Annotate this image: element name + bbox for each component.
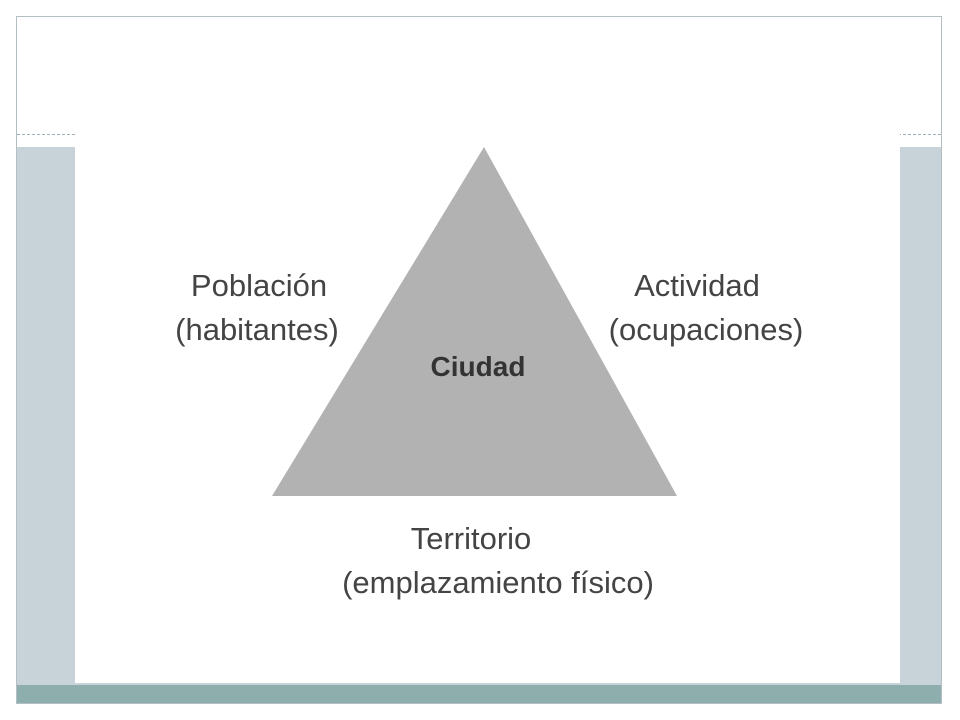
left-label-subtitle: (habitantes): [175, 312, 339, 347]
slide-title-area: [17, 17, 941, 134]
diagram-svg: Ciudad Población (habitantes) Actividad …: [175, 147, 804, 600]
city-triangle-diagram: Ciudad Población (habitantes) Actividad …: [75, 130, 900, 683]
left-label-title: Población: [191, 268, 327, 303]
bottom-label-subtitle: (emplazamiento físico): [342, 565, 654, 600]
right-label-title: Actividad: [634, 268, 760, 303]
triangle-shape: [272, 147, 677, 496]
center-label: Ciudad: [431, 351, 526, 382]
bottom-label-title: Territorio: [411, 521, 532, 556]
right-label-subtitle: (ocupaciones): [609, 312, 804, 347]
footer-band: [17, 685, 941, 703]
